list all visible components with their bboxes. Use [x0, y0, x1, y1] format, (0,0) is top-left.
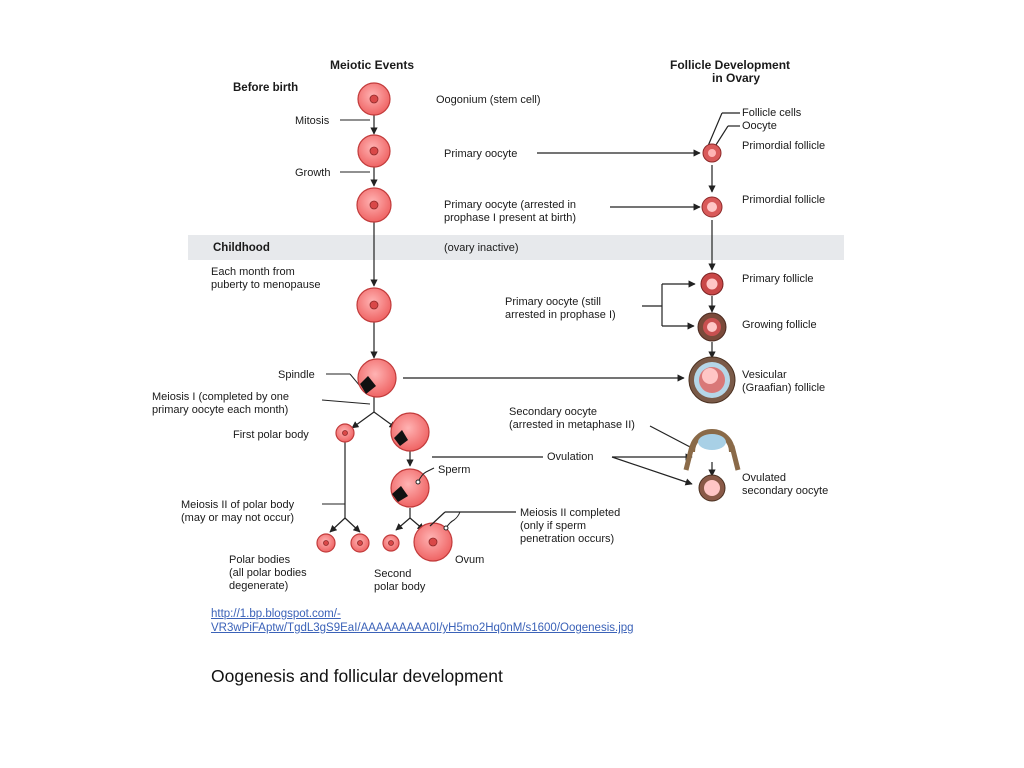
primary-oocyte-label: Primary oocyte — [444, 148, 517, 160]
cell-nuclei — [323, 94, 438, 547]
ovulation-label: Ovulation — [547, 451, 593, 463]
meiotic-arrows — [329, 112, 425, 533]
sperm-label: Sperm — [438, 464, 470, 476]
still-arrested-label-1: Primary oocyte (still — [505, 296, 601, 308]
spindle-label: Spindle — [278, 369, 315, 381]
follicle-arrows — [707, 112, 740, 477]
each-month-label-2: puberty to menopause — [211, 279, 320, 291]
primordial-label-2: Primordial follicle — [742, 194, 825, 206]
follicle-cells-label: Follicle cells — [742, 107, 802, 119]
meiosis2-done-label-1: Meiosis II completed — [520, 507, 620, 519]
second-polar-label-1: Second — [374, 568, 411, 580]
left-leader-lines — [321, 119, 371, 505]
ovum-label: Ovum — [455, 554, 484, 566]
meiosis1-label-1: Meiosis I (completed by one — [152, 391, 289, 403]
secondary-oocyte-label-1: Secondary oocyte — [509, 406, 597, 418]
oogonium-label: Oogonium (stem cell) — [436, 94, 541, 106]
primary-follicle — [700, 272, 724, 296]
sperm-icon — [415, 467, 461, 531]
second-polar-label-2: polar body — [374, 581, 426, 593]
ovulated-oocyte — [698, 474, 726, 502]
primordial-label-1: Primordial follicle — [742, 140, 825, 152]
spindle-icon — [360, 376, 408, 502]
primordial-follicle-1 — [702, 143, 722, 163]
polar-bodies-label-2: (all polar bodies — [229, 567, 307, 579]
spindle-oocyte-cell — [357, 358, 397, 398]
ruptured-follicle — [683, 429, 741, 471]
follicle-header-line1: Follicle Development — [670, 58, 790, 72]
meiosis1-label-2: primary oocyte each month) — [152, 404, 288, 416]
first-polar-body-label: First polar body — [233, 429, 309, 441]
childhood-band — [188, 235, 844, 260]
vesicular-label-2: (Graafian) follicle — [742, 382, 825, 394]
source-link-line2[interactable]: VR3wPiFAptw/TgdL3gS9EaI/AAAAAAAAA0I/yH5m… — [211, 622, 634, 634]
meiosis2-polar-label-1: Meiosis II of polar body — [181, 499, 295, 511]
vesicular-follicle — [688, 356, 736, 404]
growing-follicle — [697, 312, 727, 342]
childhood-label: Childhood — [213, 242, 270, 254]
arrested-label-2: prophase I present at birth) — [444, 212, 576, 224]
follicle-header-line2: in Ovary — [712, 71, 760, 85]
horizontal-arrows — [403, 149, 701, 527]
primary-follicle-label: Primary follicle — [742, 273, 814, 285]
ovulated-label-2: secondary oocyte — [742, 485, 828, 497]
caption: Oogenesis and follicular development — [211, 666, 503, 686]
vesicular-label-1: Vesicular — [742, 369, 787, 381]
meiosis2-done-label-2: (only if sperm — [520, 520, 586, 532]
arrested-label-1: Primary oocyte (arrested in — [444, 199, 576, 211]
still-arrested-label-2: arrested in prophase I) — [505, 309, 616, 321]
each-month-label-1: Each month from — [211, 266, 295, 278]
ovulated-label-1: Ovulated — [742, 472, 786, 484]
meiosis2-polar-label-2: (may or may not occur) — [181, 512, 294, 524]
meiotic-cells — [316, 82, 453, 562]
source-link-line1[interactable]: http://1.bp.blogspot.com/- — [211, 608, 341, 620]
ovary-inactive-label: (ovary inactive) — [444, 242, 519, 254]
polar-bodies-label-1: Polar bodies — [229, 554, 291, 566]
growing-follicle-label: Growing follicle — [742, 319, 817, 331]
polar-bodies-label-3: degenerate) — [229, 580, 288, 592]
meiosis2-done-label-3: penetration occurs) — [520, 533, 614, 545]
primordial-follicle-2 — [701, 196, 723, 218]
before-birth-label: Before birth — [233, 82, 298, 94]
meiotic-events-header: Meiotic Events — [330, 58, 414, 72]
source-link[interactable]: http://1.bp.blogspot.com/- VR3wPiFAptw/T… — [211, 607, 771, 635]
secondary-oocyte-cell — [390, 412, 430, 452]
mitosis-label: Mitosis — [295, 115, 330, 127]
secondary-oocyte-label-2: (arrested in metaphase II) — [509, 419, 635, 431]
growth-label: Growth — [295, 167, 330, 179]
oocyte-label: Oocyte — [742, 120, 777, 132]
